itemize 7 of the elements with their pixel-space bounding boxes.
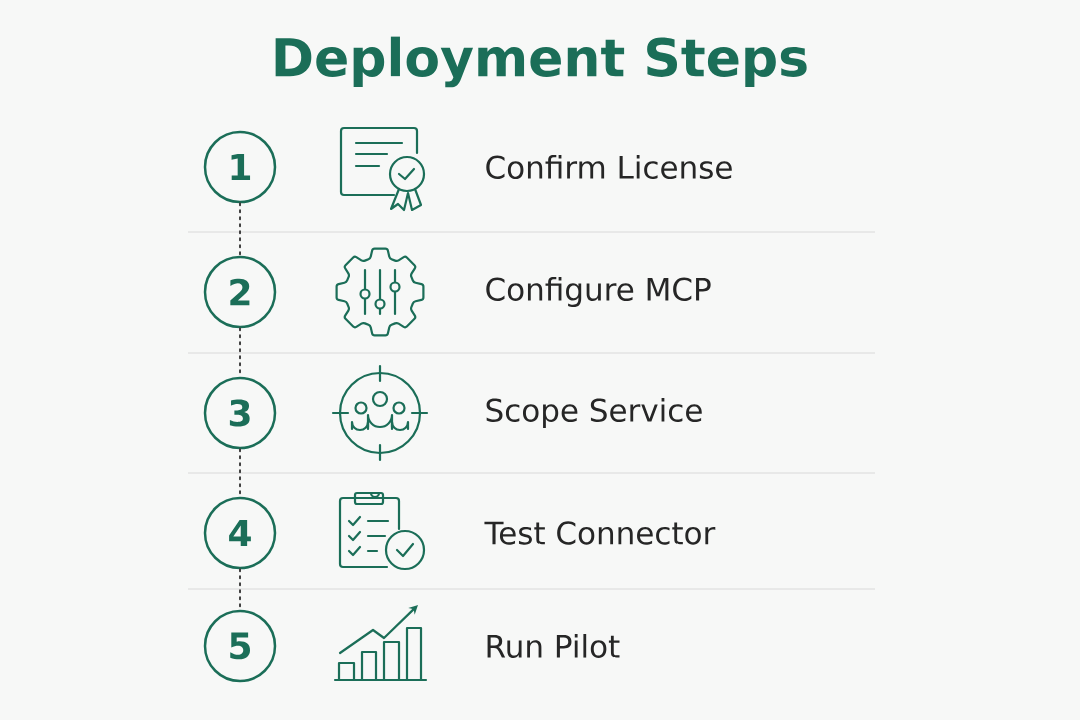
step-label: Configure MCP bbox=[486, 277, 711, 307]
step-label: Confirm License bbox=[486, 155, 732, 179]
title: Deployment Steps bbox=[275, 36, 807, 88]
step-label: Run Pilot bbox=[487, 634, 620, 658]
step-label: Test Connector bbox=[484, 521, 716, 545]
step-label: Scope Service bbox=[486, 398, 702, 428]
dotted-connector bbox=[239, 202, 241, 257]
